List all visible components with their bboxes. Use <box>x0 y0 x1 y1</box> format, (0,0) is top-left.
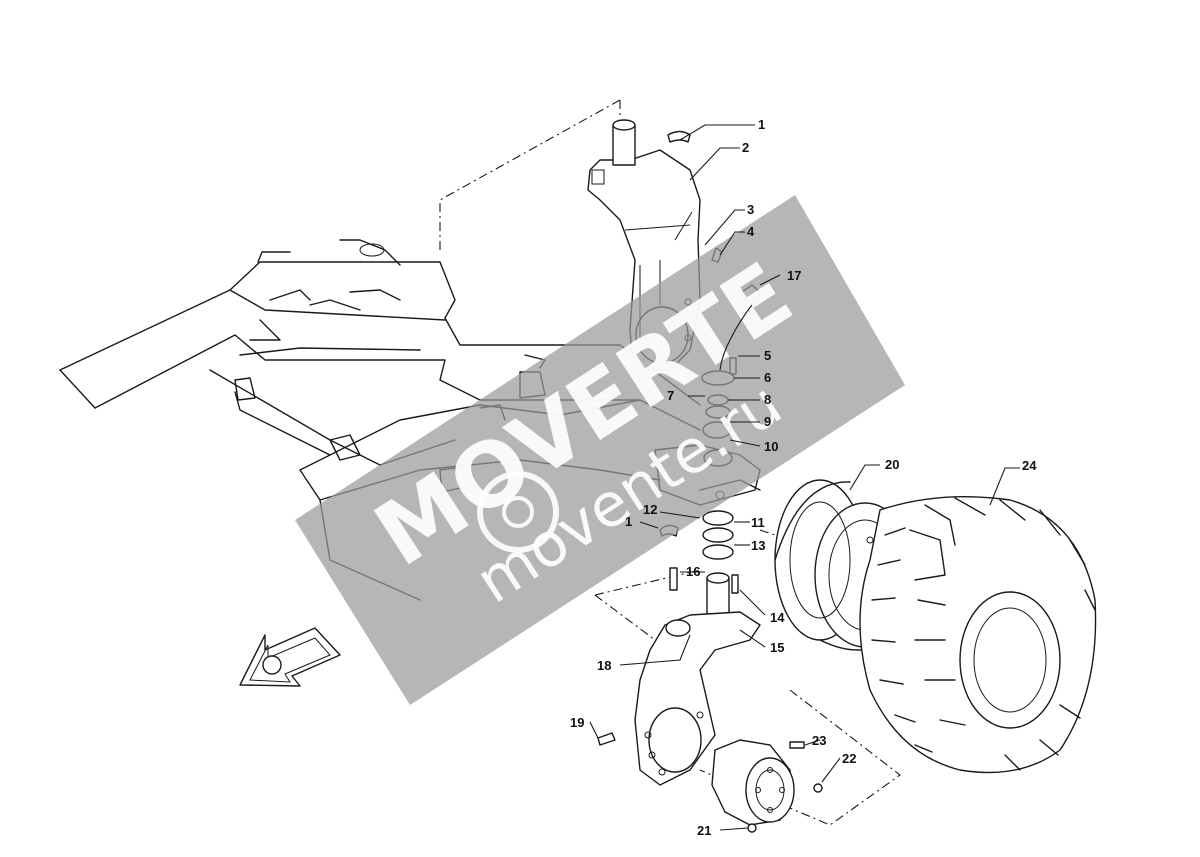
callout-2: 2 <box>742 140 749 155</box>
callout-9: 9 <box>764 414 771 429</box>
callout-16: 16 <box>686 564 700 579</box>
watermark-band <box>295 195 905 705</box>
leader-lines <box>589 124 1020 831</box>
callouts: 1 2 3 4 17 5 6 7 8 9 10 20 24 12 1 11 13… <box>570 117 1037 838</box>
callout-17: 17 <box>787 268 801 283</box>
callout-7: 7 <box>667 388 674 403</box>
callout-1a: 1 <box>758 117 765 132</box>
callout-22: 22 <box>842 751 856 766</box>
callout-18: 18 <box>597 658 611 673</box>
callout-15: 15 <box>770 640 784 655</box>
callout-4: 4 <box>747 224 755 239</box>
callout-3: 3 <box>747 202 754 217</box>
callout-11: 11 <box>751 515 765 530</box>
direction-arrow-icon <box>239 627 341 687</box>
callout-20: 20 <box>885 457 899 472</box>
callout-6: 6 <box>764 370 771 385</box>
callout-19: 19 <box>570 715 584 730</box>
lower-steering-knuckle <box>634 572 761 786</box>
tyre <box>859 495 1097 774</box>
callout-12: 12 <box>643 502 657 517</box>
callout-24: 24 <box>1022 458 1037 473</box>
callout-8: 8 <box>764 392 771 407</box>
callout-5: 5 <box>764 348 771 363</box>
callout-14: 14 <box>770 610 785 625</box>
callout-23: 23 <box>812 733 826 748</box>
wheel-hub <box>597 732 823 833</box>
watermark-logo-icon <box>477 471 559 553</box>
callout-1b: 1 <box>625 514 632 529</box>
callout-10: 10 <box>764 439 778 454</box>
callout-21: 21 <box>697 823 711 838</box>
callout-13: 13 <box>751 538 765 553</box>
